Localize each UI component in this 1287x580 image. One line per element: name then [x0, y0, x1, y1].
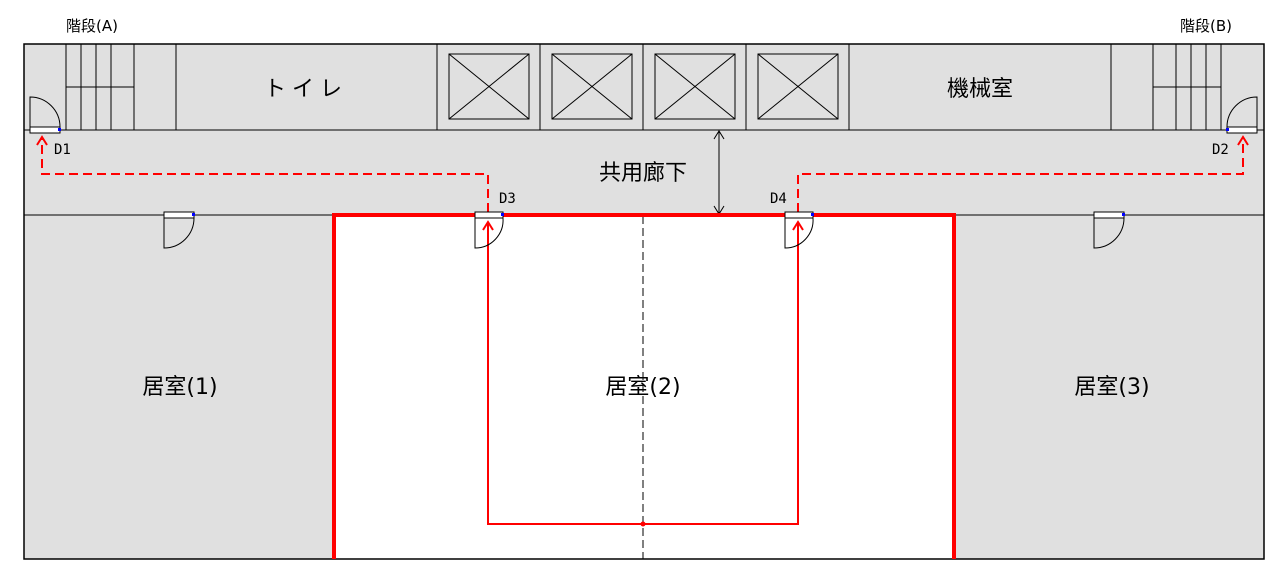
stair-a-label: 階段(A) — [66, 17, 118, 35]
route-arrow-d4 — [792, 220, 804, 231]
room-2-area — [334, 215, 954, 559]
outer-wall — [23, 43, 1265, 560]
route-midpoint — [640, 521, 646, 527]
door-d4 — [784, 211, 814, 249]
door-d3-label: D3 — [499, 191, 516, 207]
room-3-label: 居室(3) — [1074, 375, 1149, 400]
stair-b-label: 階段(B) — [1180, 17, 1232, 35]
stair-a — [65, 44, 135, 130]
door-d3 — [474, 211, 504, 249]
route-arrow-d3 — [482, 220, 494, 231]
room-2-outline — [332, 213, 956, 559]
door-room-1 — [163, 211, 195, 249]
door-d2-label: D2 — [1212, 142, 1229, 158]
door-d2 — [1226, 96, 1258, 134]
toilet-label: トイレ — [264, 77, 348, 102]
corridor-route-right — [797, 138, 1244, 212]
door-d1 — [29, 96, 61, 134]
stair-b — [1152, 44, 1222, 130]
corridor-route-left — [41, 138, 489, 212]
door-room-3 — [1093, 211, 1125, 249]
room-1-label: 居室(1) — [142, 375, 217, 400]
door-d1-label: D1 — [54, 142, 71, 158]
machine-room-label: 機械室 — [947, 77, 1013, 102]
corridor-label: 共用廊下 — [599, 161, 687, 186]
door-d4-label: D4 — [770, 191, 787, 207]
route-arrow-d1 — [36, 135, 48, 146]
elevator-shafts — [448, 53, 839, 120]
service-partitions — [175, 44, 1112, 130]
route-arrow-d2 — [1237, 135, 1249, 146]
